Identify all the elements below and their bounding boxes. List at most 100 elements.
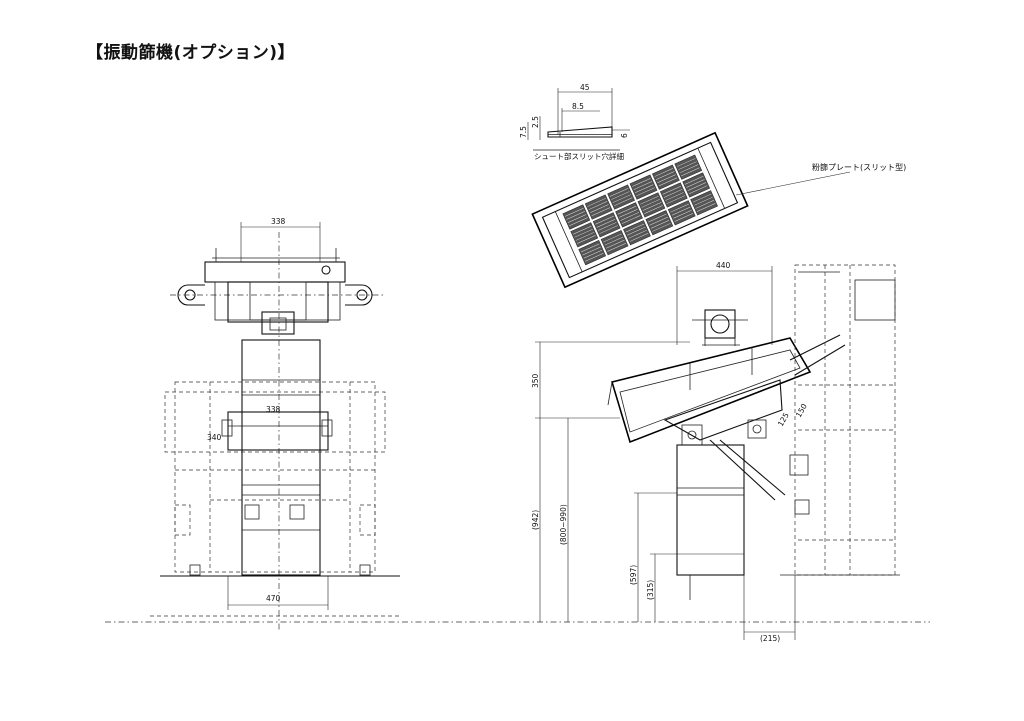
slit-line [582, 246, 601, 256]
slit-line [636, 187, 655, 197]
sieve-slot-cell [667, 200, 696, 226]
slit-line [620, 212, 639, 221]
sieve-slot-cell [562, 204, 591, 230]
slit-line [654, 168, 674, 177]
slit-line [603, 233, 622, 243]
sieve-slot-cell [623, 220, 651, 246]
slit-line [595, 215, 614, 225]
dim-340: 340 [207, 433, 222, 442]
slit-line [640, 195, 659, 205]
dim-8-5: 8.5 [572, 102, 584, 111]
slit-line [696, 203, 716, 212]
slit-line [644, 205, 663, 214]
slit-line [681, 167, 700, 177]
sieve-slot-cell [570, 222, 599, 248]
dim-150: 150 [794, 402, 809, 419]
sieve-plate [531, 131, 749, 289]
sieve-slot-cell [607, 184, 635, 210]
slit-line [684, 176, 704, 185]
slit-line [689, 185, 708, 194]
slit-line [565, 208, 584, 217]
sieve-slot-cell [690, 190, 718, 216]
side-view: 440 [531, 261, 900, 643]
slit-line [686, 179, 705, 188]
sieve-slot-cell [682, 172, 711, 198]
slit-line [658, 177, 678, 187]
slit-line [567, 214, 587, 223]
slit-line [692, 193, 712, 203]
dim-597: (597) [629, 565, 638, 585]
slit-line [598, 222, 617, 231]
slit-line [657, 174, 676, 183]
slit-line [670, 203, 689, 213]
slit-line [577, 235, 596, 244]
slit-line [609, 188, 629, 197]
sieve-slot-grid [562, 154, 718, 266]
slit-line [629, 233, 649, 242]
slit-line [650, 219, 670, 229]
slit-line [621, 215, 641, 224]
slit-line [628, 229, 647, 239]
slit-line [627, 226, 646, 236]
sieve-slot-cell [645, 210, 674, 236]
dim-338-top: 338 [271, 217, 286, 226]
slit-line [694, 196, 713, 206]
dim-7-5: 7.5 [519, 126, 528, 138]
slit-line [673, 210, 692, 219]
slit-line [655, 171, 675, 180]
dim-800-990: (800~990) [559, 504, 568, 545]
sieve-slot-cell [615, 202, 643, 228]
dim-350: 350 [531, 373, 540, 388]
slit-line [678, 161, 697, 170]
sieve-slot-cell [659, 182, 688, 208]
dim-215: (215) [760, 634, 780, 643]
slit-line [611, 191, 630, 200]
slit-line [590, 204, 609, 213]
slit-line [604, 236, 624, 246]
slit-line [676, 158, 696, 167]
slit-line [674, 213, 694, 222]
sieve-slot-cell [629, 174, 658, 200]
sieve-slot-cell [674, 154, 703, 180]
front-view: 338 [160, 217, 400, 630]
slit-line [599, 225, 618, 234]
slit-line [572, 225, 592, 235]
dim-6: 6 [620, 133, 629, 138]
dim-942: (942) [531, 510, 540, 530]
sieve-slot-cell [637, 192, 666, 218]
slit-line [663, 189, 683, 198]
slit-line [574, 228, 593, 238]
slit-line [642, 202, 662, 211]
slit-line [566, 211, 585, 220]
slit-line [617, 205, 637, 215]
slit-line [585, 252, 604, 262]
slit-line [583, 249, 603, 259]
sieve-plate-label: 粉篩プレート(スリット型) [812, 162, 906, 172]
sieve-slot-cell [592, 212, 621, 238]
dim-315: (315) [646, 580, 655, 600]
slit-line [665, 192, 684, 201]
slit-line [634, 184, 654, 193]
slit-line [648, 213, 667, 223]
slit-line [679, 164, 699, 174]
dim-125: 125 [776, 411, 791, 428]
slit-line [695, 200, 715, 209]
slit-line [671, 206, 691, 216]
slit-line [625, 223, 645, 233]
slit-line [580, 243, 600, 253]
sieve-slot-cell [600, 230, 629, 256]
sieve-slot-cell [584, 194, 613, 220]
slit-line [569, 217, 588, 226]
slit-line [687, 182, 707, 191]
dim-45: 45 [580, 83, 590, 92]
dim-2-5: 2.5 [531, 116, 540, 128]
slit-line [607, 243, 626, 252]
slit-line [662, 185, 681, 195]
slit-line [632, 178, 651, 187]
page-title: 【振動篩機(オプション)】 [86, 43, 296, 63]
slit-hole-detail: 45 8.5 2.5 7.5 6 シュート部スリット穴詳細 [519, 83, 630, 161]
sieve-slot-cell [652, 164, 680, 190]
slit-line [587, 198, 606, 207]
slit-line [606, 239, 625, 249]
